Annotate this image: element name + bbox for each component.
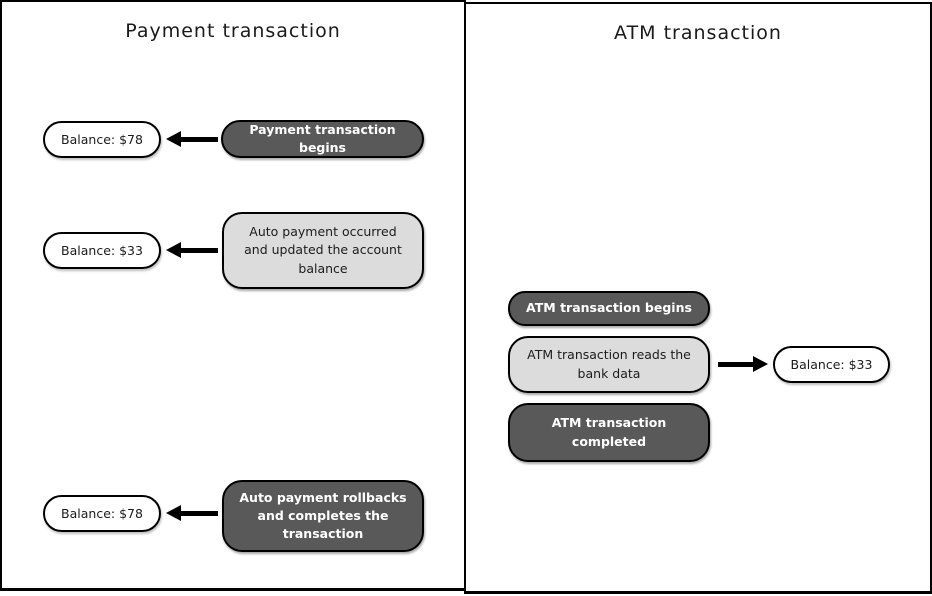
balance-node: Balance: $33 [773, 346, 890, 383]
arrow-shaft [181, 247, 218, 253]
atm-panel-title: ATM transaction [614, 22, 782, 44]
arrow-shaft [181, 510, 218, 516]
arrow-left-icon [166, 505, 218, 521]
balance-node: Balance: $78 [43, 121, 161, 158]
arrow-left-icon [166, 242, 218, 258]
auto-payment-occurred-box: Auto payment occurred and updated the ac… [222, 212, 424, 289]
atm-reads-box: ATM transaction reads the bank data [508, 336, 710, 393]
atm-completed-box: ATM transaction completed [508, 403, 710, 462]
payment-begins-box: Payment transaction begins [221, 120, 424, 158]
arrow-shaft [181, 136, 218, 142]
balance-node: Balance: $78 [43, 495, 161, 532]
balance-node: Balance: $33 [43, 232, 161, 269]
payment-panel-title: Payment transaction [125, 20, 341, 42]
auto-payment-rollbacks-box: Auto payment rollbacks and completes the… [222, 480, 424, 552]
arrow-right-icon [718, 356, 768, 372]
arrow-shaft [718, 361, 753, 367]
arrowhead-left-icon [166, 505, 181, 521]
arrow-left-icon [166, 131, 218, 147]
arrowhead-left-icon [166, 242, 181, 258]
arrowhead-right-icon [753, 356, 768, 372]
arrowhead-left-icon [166, 131, 181, 147]
atm-begins-box: ATM transaction begins [508, 291, 710, 326]
